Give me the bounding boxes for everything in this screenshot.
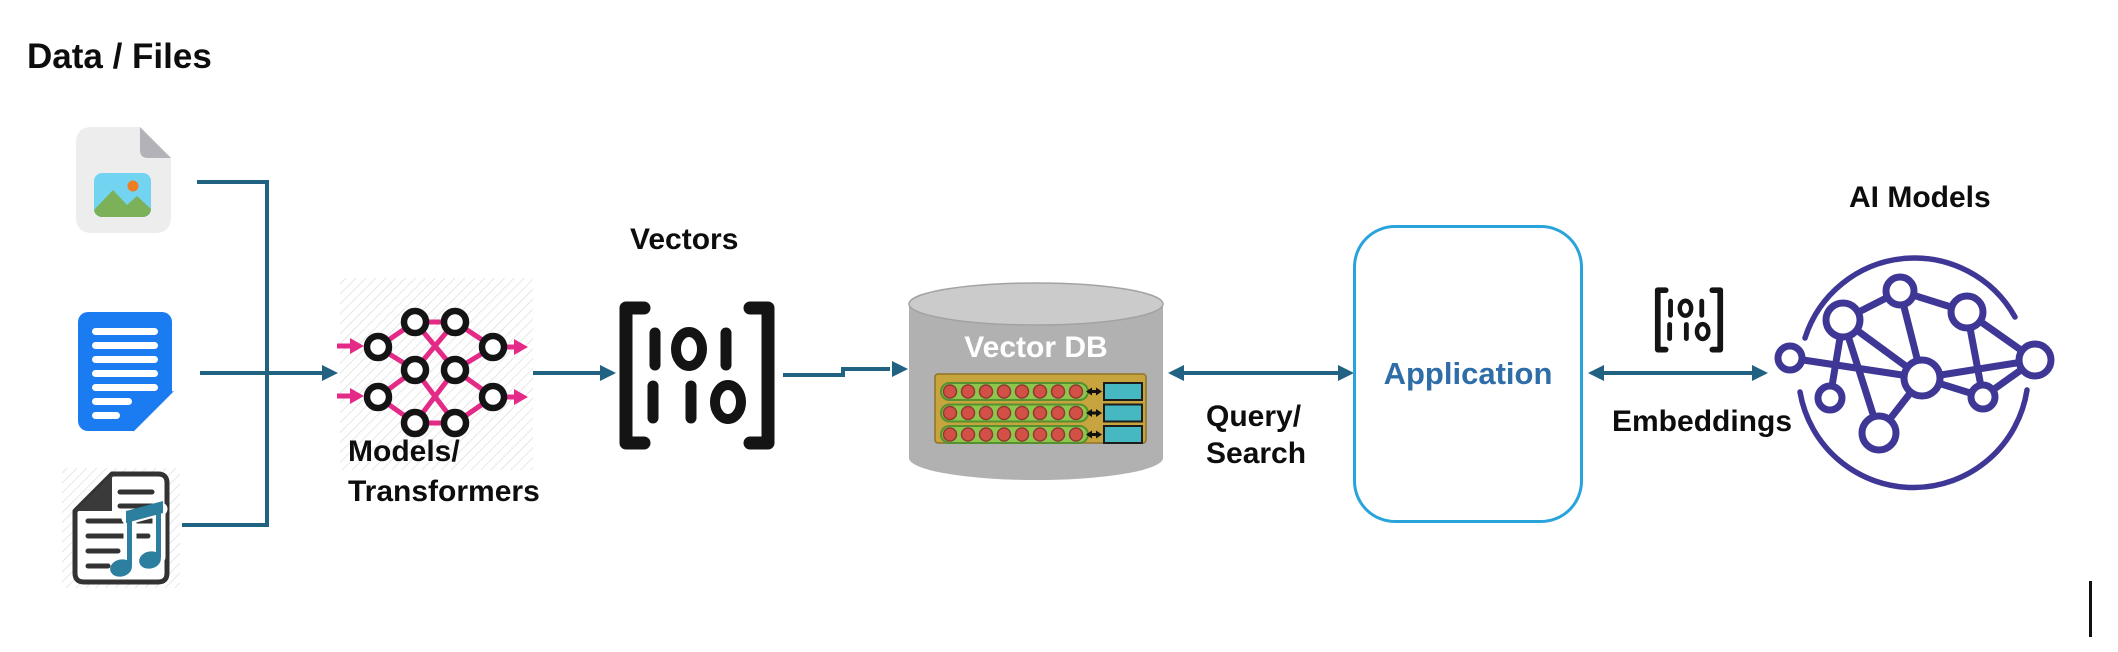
image-file-icon[interactable] xyxy=(76,127,171,233)
application-label: Application xyxy=(1383,356,1553,391)
vectors-label: Vectors xyxy=(630,223,739,256)
data-files-label: Data / Files xyxy=(27,37,212,76)
binary-vector-icon[interactable] xyxy=(626,308,768,443)
models-label-line1: Models/ xyxy=(348,435,460,468)
query-label-line2: Search xyxy=(1206,437,1307,470)
database-cylinder-icon[interactable] xyxy=(908,282,1164,480)
music-note-icon xyxy=(110,501,168,577)
ai-models-label: AI Models xyxy=(1849,181,1991,214)
connector-vectors-to-db xyxy=(783,367,890,377)
vector-db-label: Vector DB xyxy=(964,331,1108,364)
query-search-label: Query/ Search xyxy=(1206,398,1306,472)
models-label-line2: Transformers xyxy=(348,475,540,508)
connector-arrowheads xyxy=(322,361,1768,381)
connector-lines xyxy=(182,180,1752,527)
audio-document-icon[interactable] xyxy=(62,468,180,588)
brain-network-icon[interactable] xyxy=(1774,255,2055,491)
neural-network-icon[interactable] xyxy=(337,278,533,470)
text-cursor[interactable] xyxy=(2089,581,2092,637)
binary-vector-small-icon xyxy=(1658,290,1720,349)
query-label-line1: Query/ xyxy=(1206,400,1302,433)
embeddings-label: Embeddings xyxy=(1612,405,1793,438)
db-vector-rows xyxy=(940,382,1143,444)
application-box[interactable]: Application xyxy=(1353,225,1583,523)
text-document-icon[interactable] xyxy=(78,312,174,432)
models-transformers-label: Models/ Transformers xyxy=(348,432,540,512)
